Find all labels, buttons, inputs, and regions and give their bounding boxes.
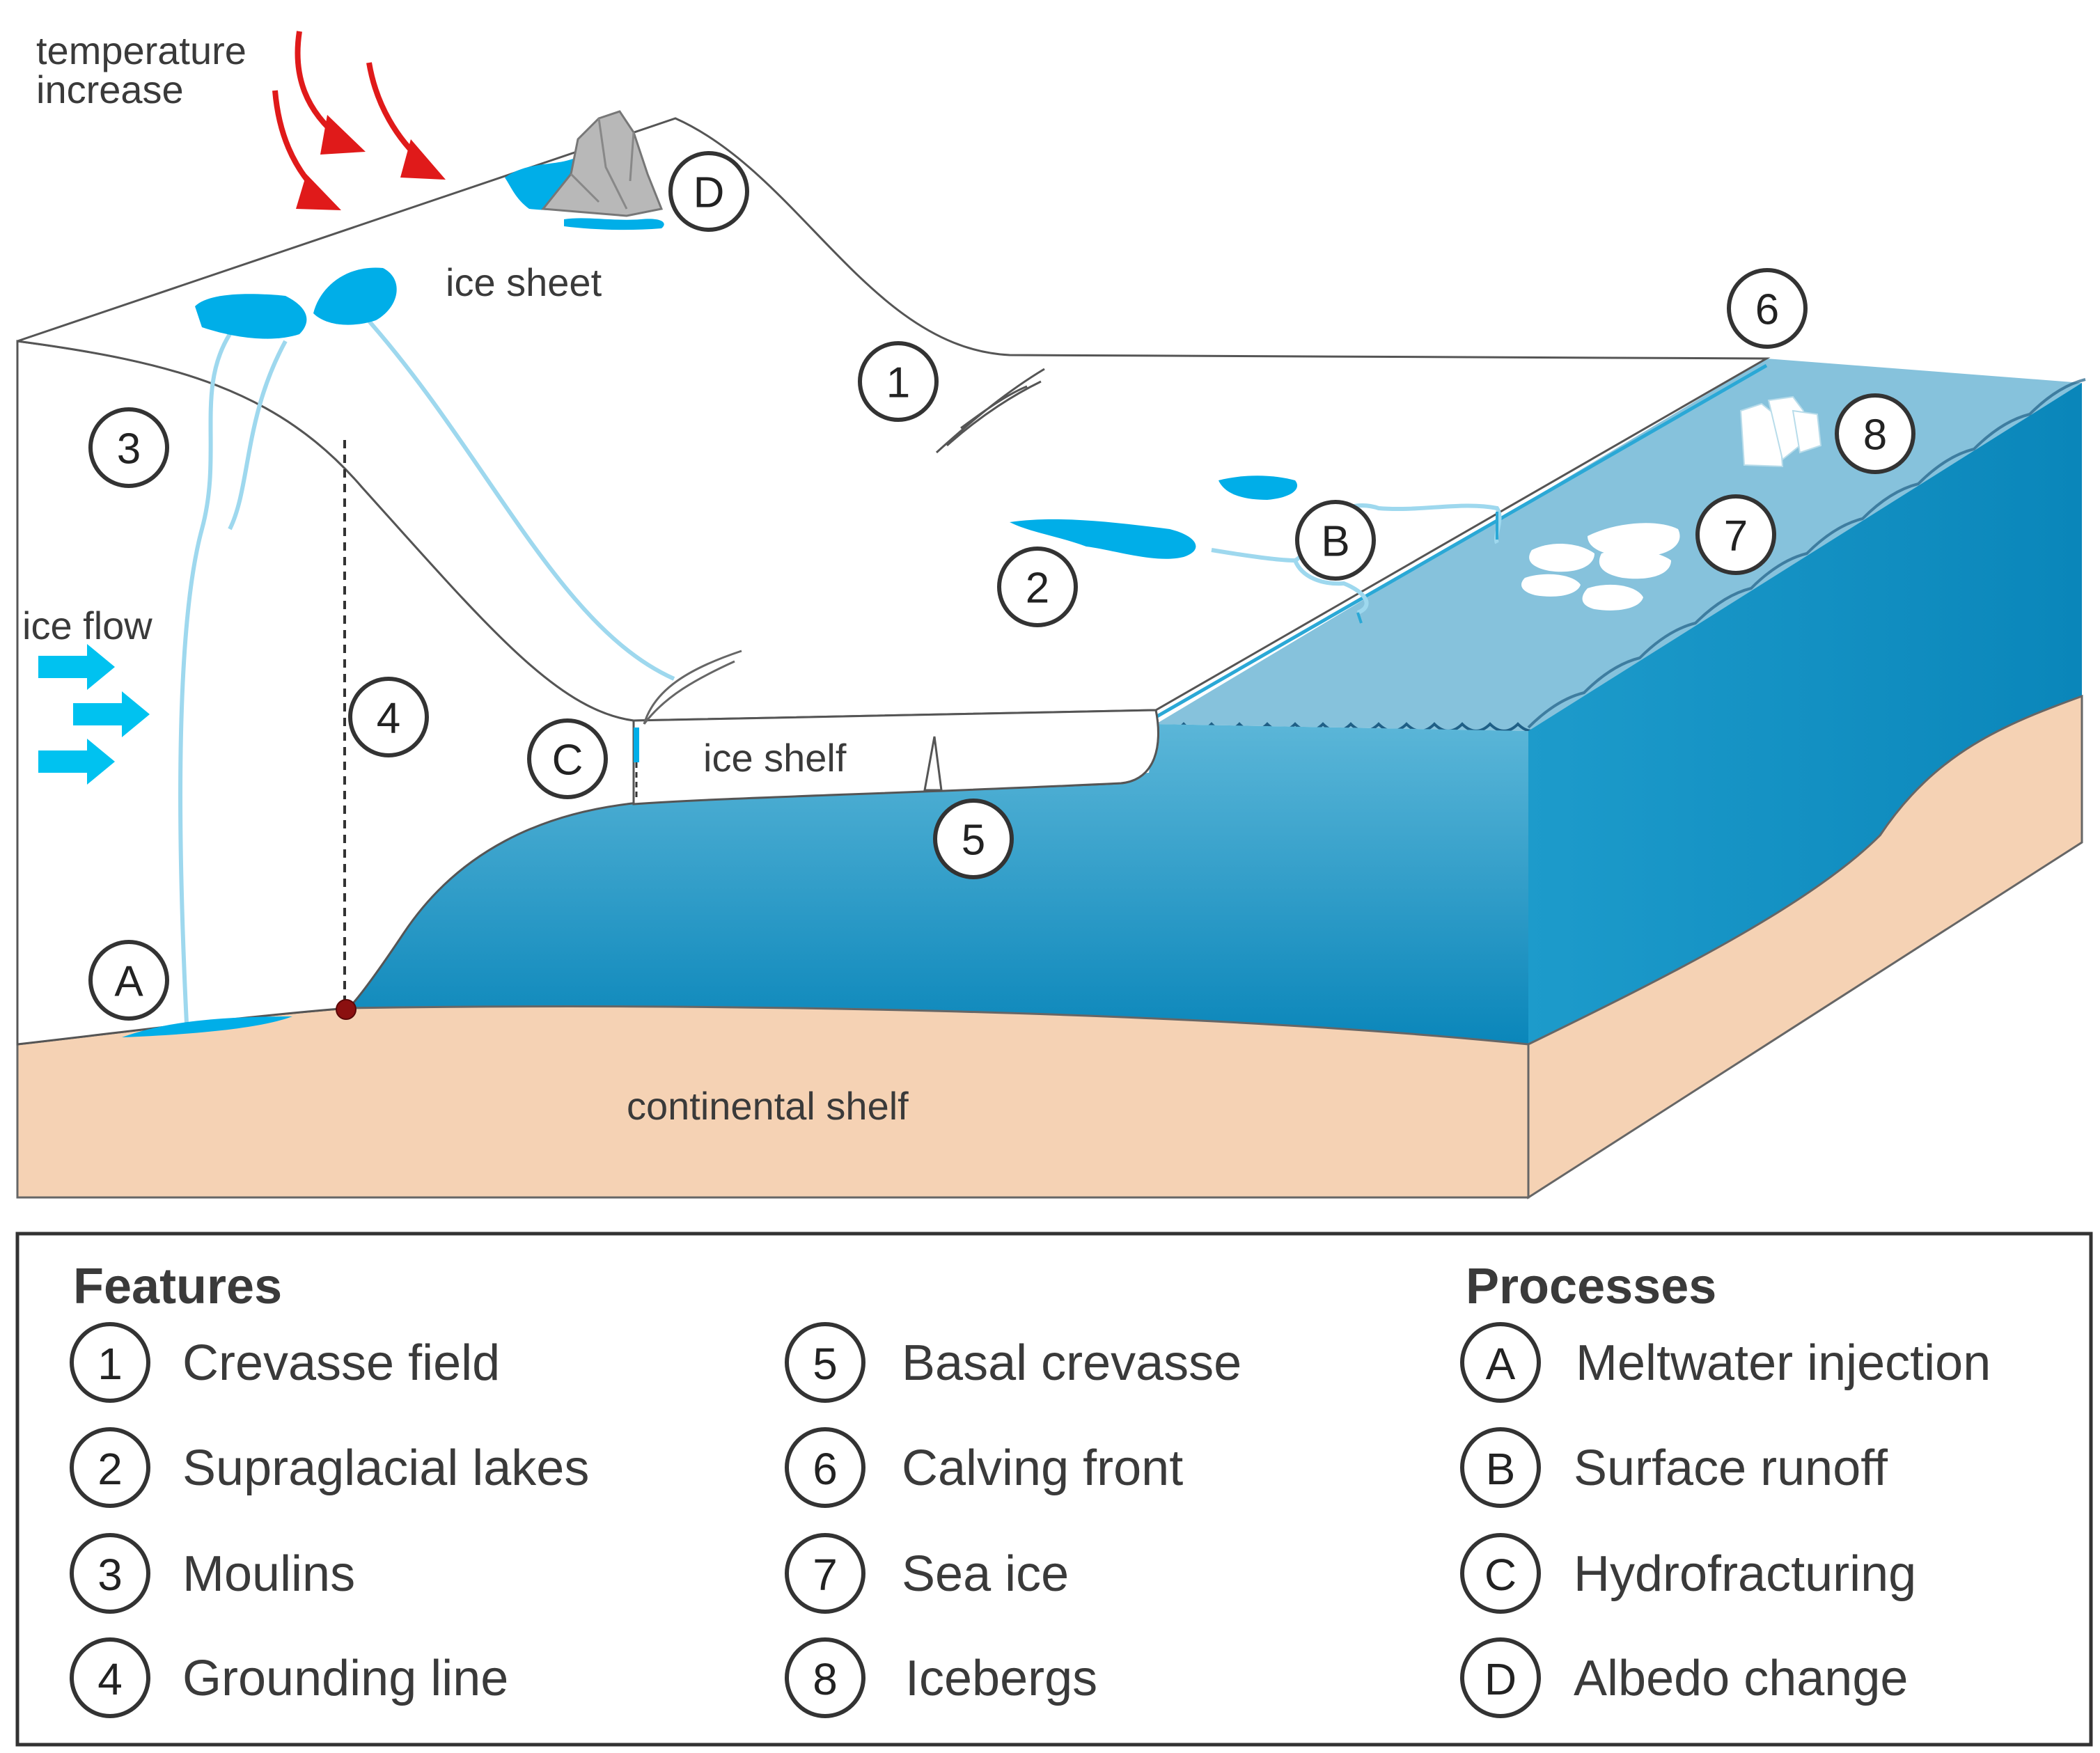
crevasse-field-marks [935, 368, 1045, 454]
temperature-label-line2: increase [36, 68, 184, 111]
supraglacial-lakes [195, 267, 1298, 559]
marker-2: 2 [997, 547, 1078, 627]
ice-sheet-label: ice sheet [446, 260, 602, 304]
nunatak-rock [505, 110, 664, 230]
svg-text:Albedo change: Albedo change [1574, 1651, 1908, 1706]
icebergs [1739, 395, 1822, 468]
svg-text:2: 2 [97, 1444, 123, 1494]
legend-feature-6: 6 Calving front [785, 1427, 1183, 1508]
marker-7: 7 [1695, 494, 1776, 575]
svg-text:Surface runoff: Surface runoff [1574, 1440, 1888, 1496]
legend-processes-title: Processes [1466, 1259, 1716, 1314]
legend-feature-1: 1 Crevasse field [70, 1322, 500, 1403]
svg-text:A: A [114, 958, 143, 1006]
svg-text:3: 3 [117, 425, 141, 473]
marker-C: C [527, 718, 608, 799]
legend-process-B: B Surface runoff [1460, 1427, 1888, 1508]
basal-meltwater [122, 1016, 292, 1037]
svg-text:Moulins: Moulins [182, 1546, 355, 1602]
svg-text:8: 8 [813, 1654, 838, 1704]
svg-text:Calving front: Calving front [902, 1440, 1183, 1496]
svg-text:3: 3 [97, 1550, 123, 1600]
marker-6: 6 [1727, 268, 1808, 349]
hydrofracture-crack [643, 650, 742, 725]
ocean-water-side [1528, 383, 2082, 1044]
grounding-point [336, 999, 356, 1020]
svg-text:Supraglacial lakes: Supraglacial lakes [182, 1440, 589, 1496]
runoff-drain-1 [1356, 612, 1363, 624]
legend-process-A: A Meltwater injection [1460, 1322, 1991, 1403]
marker-1: 1 [858, 341, 939, 422]
svg-text:B: B [1486, 1444, 1516, 1494]
marker-5: 5 [933, 799, 1014, 879]
marker-4: 4 [348, 677, 429, 757]
svg-text:Basal crevasse: Basal crevasse [902, 1335, 1241, 1391]
svg-text:1: 1 [886, 359, 910, 407]
svg-text:4: 4 [97, 1654, 123, 1704]
legend-process-D: D Albedo change [1460, 1637, 1908, 1718]
svg-text:Meltwater injection: Meltwater injection [1576, 1335, 1991, 1391]
svg-text:B: B [1321, 518, 1349, 566]
marker-B: B [1295, 500, 1376, 581]
temperature-arrowheads [296, 115, 446, 210]
svg-text:6: 6 [1755, 286, 1779, 334]
svg-text:2: 2 [1026, 565, 1049, 613]
svg-text:5: 5 [813, 1339, 838, 1389]
svg-text:6: 6 [813, 1444, 838, 1494]
legend-feature-3: 3 Moulins [70, 1533, 355, 1614]
svg-text:Hydrofracturing: Hydrofracturing [1574, 1546, 1916, 1602]
svg-text:Sea ice: Sea ice [902, 1546, 1069, 1602]
temperature-arrows [272, 31, 427, 197]
ocean-waves-side [1527, 378, 2086, 729]
svg-text:C: C [1484, 1550, 1517, 1600]
svg-text:7: 7 [813, 1550, 838, 1600]
legend-box [15, 1232, 2093, 1747]
marker-D: D [668, 151, 749, 232]
svg-text:Icebergs: Icebergs [905, 1651, 1097, 1706]
sea-ice-floes [1521, 523, 1680, 611]
temperature-label-line1: temperature [36, 29, 246, 72]
marker-8: 8 [1835, 393, 1915, 474]
svg-text:4: 4 [377, 695, 400, 743]
legend-feature-7: 7 Sea ice [785, 1533, 1069, 1614]
legend-feature-2: 2 Supraglacial lakes [70, 1427, 589, 1508]
legend-feature-5: 5 Basal crevasse [785, 1322, 1241, 1403]
marker-A: A [88, 940, 169, 1021]
ice-shelf-label: ice shelf [703, 736, 847, 780]
svg-text:5: 5 [962, 817, 985, 865]
ice-flow-label: ice flow [22, 604, 152, 647]
legend-process-C: C Hydrofracturing [1460, 1533, 1916, 1614]
legend-features-title: Features [73, 1259, 282, 1314]
meltwater-channels [178, 311, 1502, 1024]
svg-text:7: 7 [1724, 512, 1748, 560]
legend-feature-4: 4 Grounding line [70, 1637, 508, 1718]
basal-crevasse [923, 736, 943, 792]
svg-text:C: C [552, 737, 583, 785]
continental-shelf-label: continental shelf [627, 1084, 909, 1128]
svg-text:A: A [1486, 1339, 1516, 1389]
svg-text:Grounding line: Grounding line [182, 1651, 508, 1706]
legend-feature-8: 8 Icebergs [785, 1637, 1097, 1718]
hydrofracture-water [634, 728, 639, 762]
ice-shelf-outline [632, 709, 1159, 805]
svg-text:D: D [1484, 1654, 1517, 1704]
svg-text:Crevasse field: Crevasse field [182, 1335, 500, 1391]
svg-text:1: 1 [97, 1339, 123, 1389]
svg-text:8: 8 [1863, 411, 1887, 459]
marker-3: 3 [88, 407, 169, 488]
svg-text:D: D [694, 169, 725, 217]
calving-front-edge [1154, 363, 1768, 719]
ice-flow-arrows [38, 644, 150, 785]
continental-shelf-side [1527, 694, 2083, 1200]
